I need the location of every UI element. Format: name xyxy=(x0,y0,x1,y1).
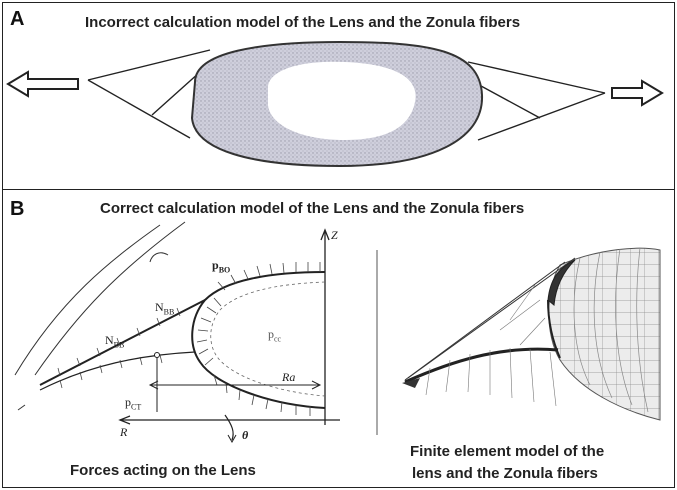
tension-upper-label: NBB xyxy=(155,300,175,317)
pressure-ticks xyxy=(196,262,321,416)
fem-lens-mesh xyxy=(548,247,661,421)
lens-nucleus xyxy=(268,61,416,140)
z-axis-label: Z xyxy=(331,228,338,242)
arrow-left xyxy=(6,70,79,98)
panel-a-title: Incorrect calculation model of the Lens … xyxy=(85,14,521,31)
zonula-fibers-right xyxy=(467,61,606,141)
pressure-bottom-label: pCT xyxy=(125,395,142,412)
forces-caption: Forces acting on the Lens xyxy=(70,462,256,479)
pressure-center-label: pcc xyxy=(268,327,282,344)
fem-caption-line1: Finite element model of the xyxy=(410,443,605,460)
r-axis-label: R xyxy=(120,425,128,439)
arrow-right xyxy=(611,79,664,107)
pressure-top-label: pBO xyxy=(212,258,231,275)
panel-b-letter: B xyxy=(10,198,25,220)
fem-caption-line2: lens and the Zonula fibers xyxy=(412,465,598,482)
panel-b-title: Correct calculation model of the Lens an… xyxy=(100,200,525,217)
panel-a-letter: A xyxy=(10,8,25,30)
theta-label: θ xyxy=(242,428,249,442)
tension-lower-label: NBB xyxy=(105,333,125,350)
panel-b-frame xyxy=(2,189,675,488)
radius-label: Ra xyxy=(282,370,296,384)
zonula-fibers-left xyxy=(87,49,211,139)
